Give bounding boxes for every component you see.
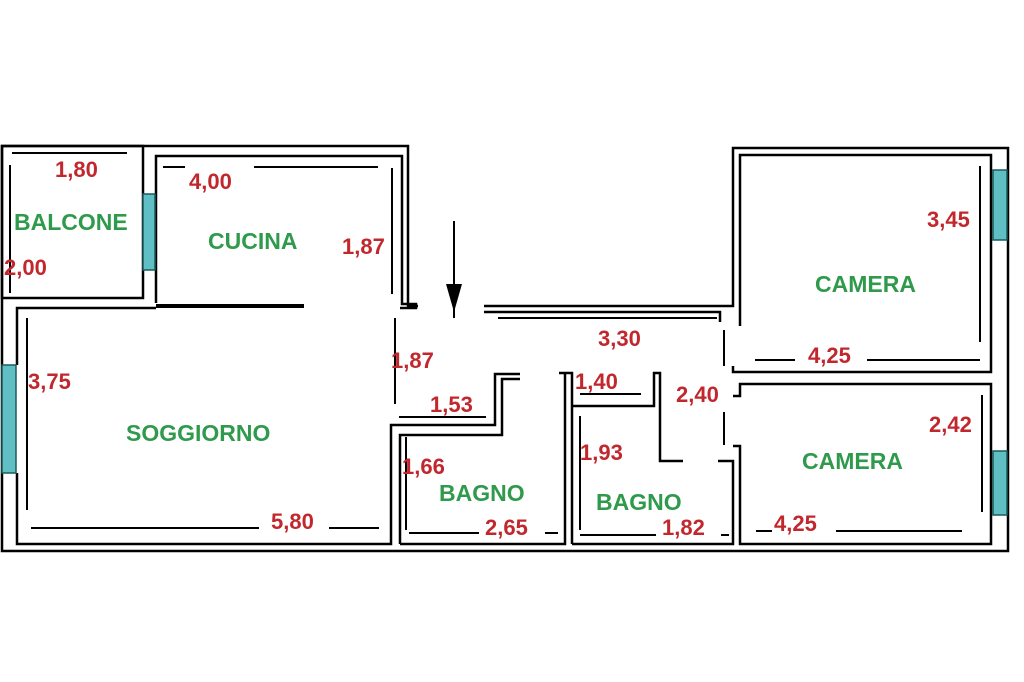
soggiorno-wall-2 <box>15 372 520 546</box>
measure-disimpegno-height: 2,40 <box>676 382 719 407</box>
camera2-wall <box>733 382 993 546</box>
measure-bagno1-width: 2,65 <box>485 515 528 540</box>
window-camera1 <box>992 169 1008 241</box>
measure-disimpegno-width: 3,30 <box>598 326 641 351</box>
room-label-cucina: CUCINA <box>208 228 297 254</box>
measure-cucina-width: 4,00 <box>189 169 232 194</box>
measure-cucina-height: 1,87 <box>342 234 385 259</box>
room-label-bagno-2: BAGNO <box>596 489 682 515</box>
bagno2-wall-3 <box>572 459 735 546</box>
measure-balcone-width: 1,80 <box>55 157 98 182</box>
measure-ingresso-width: 1,53 <box>430 392 473 417</box>
bagno2-wall <box>566 371 574 544</box>
room-label-camera-2: CAMERA <box>802 448 903 474</box>
window-balcone <box>142 193 156 271</box>
measure-soggiorno-width: 5,80 <box>271 509 314 534</box>
entrance-arrow-icon <box>446 284 462 312</box>
window-camera2 <box>992 450 1008 516</box>
room-label-bagno-1: BAGNO <box>439 480 525 506</box>
camera1-wall <box>731 153 993 374</box>
room-label-camera-1: CAMERA <box>815 271 916 297</box>
room-label-soggiorno: SOGGIORNO <box>126 420 270 446</box>
outer-wall <box>0 144 1010 553</box>
bagno2-wall-2 <box>572 371 683 463</box>
measure-ripostiglio: 1,40 <box>575 369 618 394</box>
window-soggiorno <box>1 364 17 474</box>
measure-camera1-height: 3,45 <box>927 207 970 232</box>
cucina-wall <box>154 154 418 310</box>
measure-bagno2-height: 1,93 <box>580 440 623 465</box>
measure-camera2-height: 2,42 <box>929 412 972 437</box>
bagno1-wall-2 <box>400 371 567 546</box>
measure-bagno2-width: 1,82 <box>662 515 705 540</box>
soggiorno-wall <box>15 306 156 365</box>
measure-ingresso-height: 1,87 <box>391 348 434 373</box>
measure-camera2-width: 4,25 <box>774 511 817 536</box>
bagno1-wall <box>398 377 520 544</box>
dimension-lines <box>9 152 983 536</box>
outer-wall-inner <box>484 310 722 322</box>
measure-bagno1-height: 1,66 <box>402 454 445 479</box>
measure-soggiorno-height: 3,75 <box>28 369 71 394</box>
room-label-balcone: BALCONE <box>14 209 128 235</box>
measure-balcone-height: 2,00 <box>4 255 47 280</box>
measure-camera1-width: 4,25 <box>808 343 851 368</box>
